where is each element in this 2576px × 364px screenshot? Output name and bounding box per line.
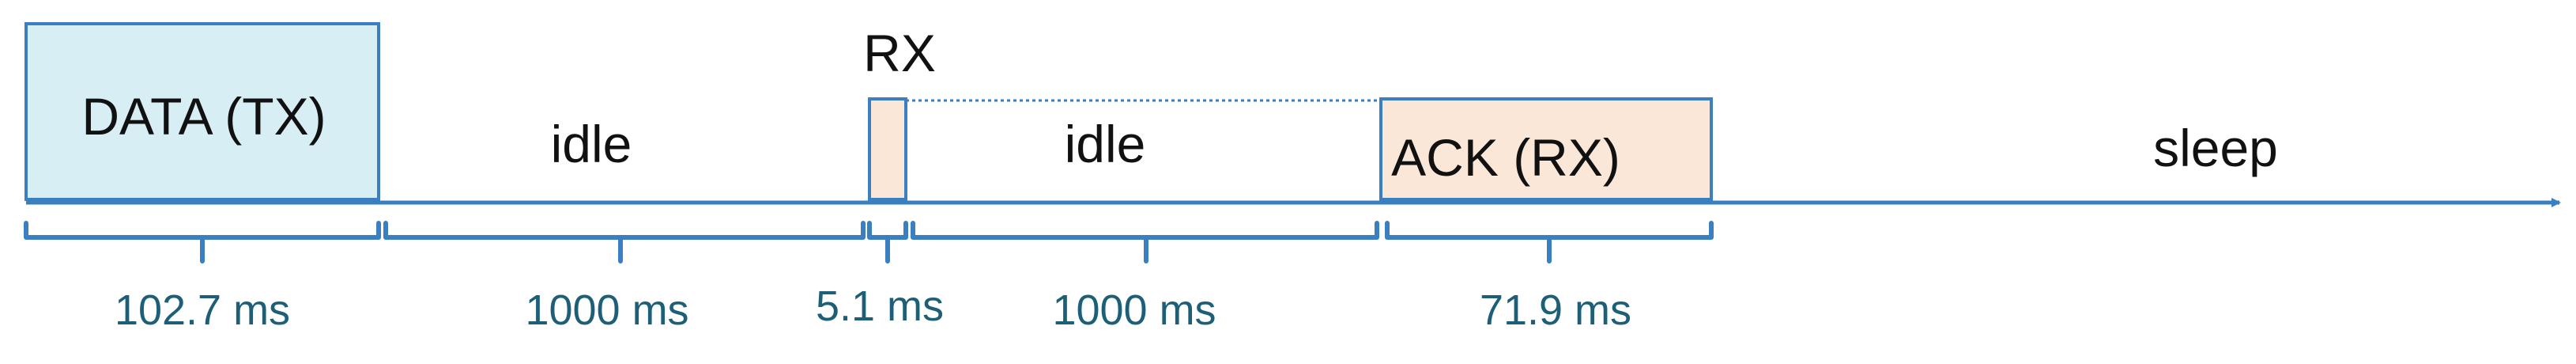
duration-idle-2: 1000 ms [1052,286,1216,334]
rx-box [868,97,907,201]
duration-data-tx: 102.7 ms [115,286,290,334]
segment-label-data-tx: DATA (TX) [81,87,326,146]
bracket-rx [867,221,908,264]
bracket-idle-1 [383,221,866,264]
bracket-idle-2 [911,221,1379,264]
segment-label-sleep: sleep [2153,119,2278,177]
segment-label-idle-1: idle [551,115,632,173]
ack-rx-box [1379,97,1713,201]
data-tx-box [25,22,380,201]
segment-label-rx: RX [863,24,936,82]
bracket-ack-rx [1385,221,1714,264]
segment-label-ack-rx: ACK (RX) [1391,128,1620,187]
duration-ack-rx: 71.9 ms [1480,286,1631,334]
duration-idle-1: 1000 ms [525,286,688,334]
bracket-data-tx [24,221,381,264]
duration-rx: 5.1 ms [816,282,944,330]
segment-label-idle-2: idle [1065,115,1146,173]
